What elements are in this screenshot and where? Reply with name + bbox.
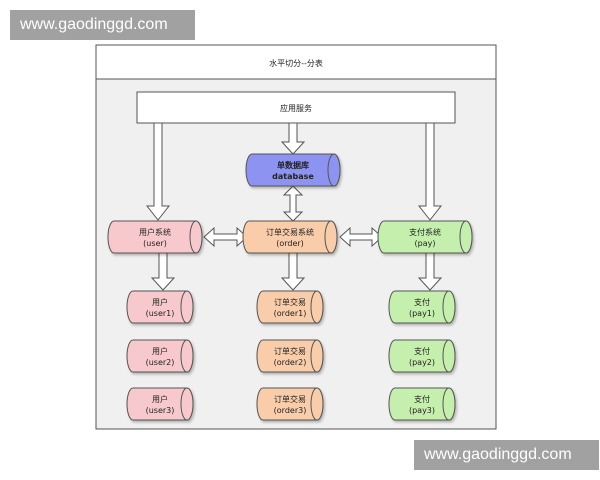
database-node-label-line1: 单数据库 [277, 160, 309, 170]
pay-table-3-node: 支付 (pay3) [388, 387, 456, 421]
user-system-node-label-line2: (user) [143, 239, 167, 248]
user-system-node: 用户系统 (user) [107, 220, 203, 254]
user-table-1-node-label-line2: (user1) [146, 309, 175, 318]
order-table-3-node-label-line1: 订单交易 [274, 394, 306, 404]
user-table-2-node-label-line2: (user2) [146, 358, 175, 367]
diagram-title: 水平切分--分表 [269, 58, 323, 68]
pay-system-node-label-line1: 支付系统 [409, 227, 441, 237]
order-table-1-node: 订单交易 (order1) [256, 290, 324, 324]
user-table-3-node-label-line1: 用户 [152, 394, 168, 404]
arrow-pay-to-tables [417, 252, 443, 291]
user-table-2-node: 用户 (user2) [126, 339, 194, 373]
watermark-bottom: www.gaodinggd.com [414, 440, 599, 470]
user-system-node-label-line1: 用户系统 [139, 227, 171, 237]
order-table-3-node-label-line2: (order3) [274, 406, 307, 415]
pay-system-node: 支付系统 (pay) [377, 220, 473, 254]
pay-table-2-node-label-line1: 支付 [414, 346, 430, 356]
order-table-2-node-label-line2: (order2) [274, 358, 307, 367]
database-node-label-line2: database [272, 172, 314, 181]
user-table-3-node-label-line2: (user3) [146, 406, 175, 415]
app-service-label: 应用服务 [280, 103, 312, 113]
arrow-app-to-db [280, 122, 306, 155]
arrow-order-to-tables [280, 252, 306, 291]
order-system-node-label-line2: (order) [276, 239, 304, 248]
order-table-1-node-label-line1: 订单交易 [274, 297, 306, 307]
order-system-node: 订单交易系统 (order) [242, 220, 338, 254]
order-table-3-node: 订单交易 (order3) [256, 387, 324, 421]
pay-table-1-node-label-line1: 支付 [414, 297, 430, 307]
watermark-top: www.gaodinggd.com [10, 10, 195, 40]
arrow-app-to-user [145, 122, 171, 221]
order-system-node-label-line1: 订单交易系统 [266, 227, 314, 237]
connector-arrows [145, 122, 443, 291]
order-table-2-node: 订单交易 (order2) [256, 339, 324, 373]
arrow-user-to-tables [150, 252, 176, 291]
user-table-1-node-label-line1: 用户 [152, 297, 168, 307]
pay-table-2-node: 支付 (pay2) [388, 339, 456, 373]
pay-system-node-label-line2: (pay) [415, 239, 436, 248]
cylinder-nodes: 单数据库 database 用户系统 (user) 订单交易系统 (order) 支付系统 (… [107, 153, 473, 421]
pay-table-1-node: 支付 (pay1) [388, 290, 456, 324]
arrow-app-to-pay [417, 122, 443, 221]
user-table-2-node-label-line1: 用户 [152, 346, 168, 356]
pay-table-3-node-label-line1: 支付 [414, 394, 430, 404]
pay-table-2-node-label-line2: (pay2) [409, 358, 435, 367]
app-service-box [136, 91, 456, 124]
pay-table-3-node-label-line2: (pay3) [409, 406, 435, 415]
title-bar [95, 44, 497, 80]
database-node: 单数据库 database [245, 153, 341, 187]
user-table-1-node: 用户 (user1) [126, 290, 194, 324]
pay-table-1-node-label-line2: (pay1) [409, 309, 435, 318]
order-table-2-node-label-line1: 订单交易 [274, 346, 306, 356]
user-table-3-node: 用户 (user3) [126, 387, 194, 421]
order-table-1-node-label-line2: (order1) [274, 309, 307, 318]
